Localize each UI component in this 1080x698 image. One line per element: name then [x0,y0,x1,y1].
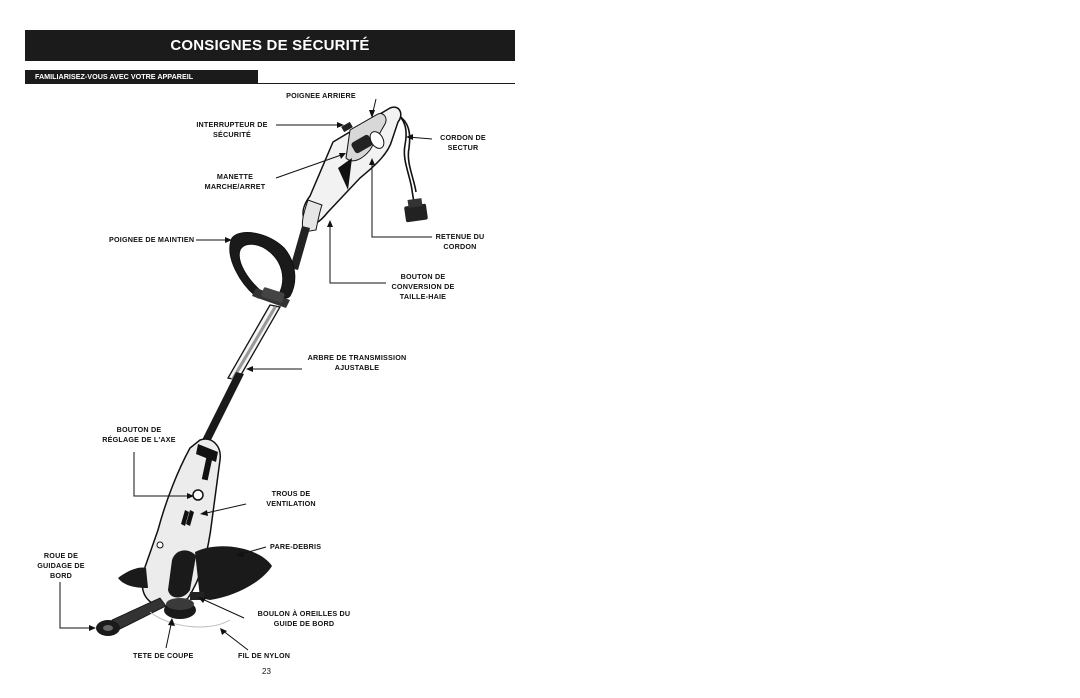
telescoping-shaft [202,304,282,442]
label-edge-guide-wheel: ROUE DE GUIDAGE DE BORD [37,551,85,580]
label-debris-guard: PARE-DEBRIS [270,542,322,551]
cord-plug [404,198,428,223]
label-adjustable-shaft: ARBRE DE TRANSMISSION AJUSTABLE [307,353,407,372]
section-heading: FAMILIARISEZ-VOUS AVEC VOTRE APPAREIL [25,70,258,83]
edge-guide [96,597,167,636]
label-safety-switch: INTERRUPTEUR DE SÉCURITÉ [196,120,268,139]
page-title: CONSIGNES DE SÉCURITÉ [25,30,515,61]
label-cutting-head: TETE DE COUPE [133,651,194,660]
label-nylon-line: FIL DE NYLON [238,651,291,660]
section-divider [25,83,515,84]
auxiliary-handle [229,232,296,308]
nylon-line [149,611,231,628]
label-rear-handle: POIGNEE ARRIERE [286,91,356,100]
debris-guard [118,546,272,600]
label-cord-retainer: RETENUE DU CORDON [435,232,485,251]
label-vent-holes: TROUS DE VENTILATION [266,489,316,508]
label-shaft-adjust-button: BOUTON DE RÉGLAGE DE L'AXE [102,425,176,444]
leader-lines [59,98,433,651]
label-auxiliary-handle: POIGNEE DE MAINTIEN [109,235,195,244]
cutting-head [164,592,204,619]
label-on-off-trigger: MANETTE MARCHE/ARRET [204,172,266,191]
label-conversion-button: BOUTON DE CONVERSION DE TAILLE-HAIE [391,272,455,301]
power-cord [394,112,417,211]
rear-handle [301,106,402,233]
leader-arrowheads [89,110,413,635]
page-number: 23 [262,667,271,676]
label-power-cord: CORDON DE SECTUR [440,133,486,152]
upper-shaft [290,226,310,270]
label-wing-bolt: BOULON À OREILLES DU GUIDE DE BORD [257,609,351,628]
